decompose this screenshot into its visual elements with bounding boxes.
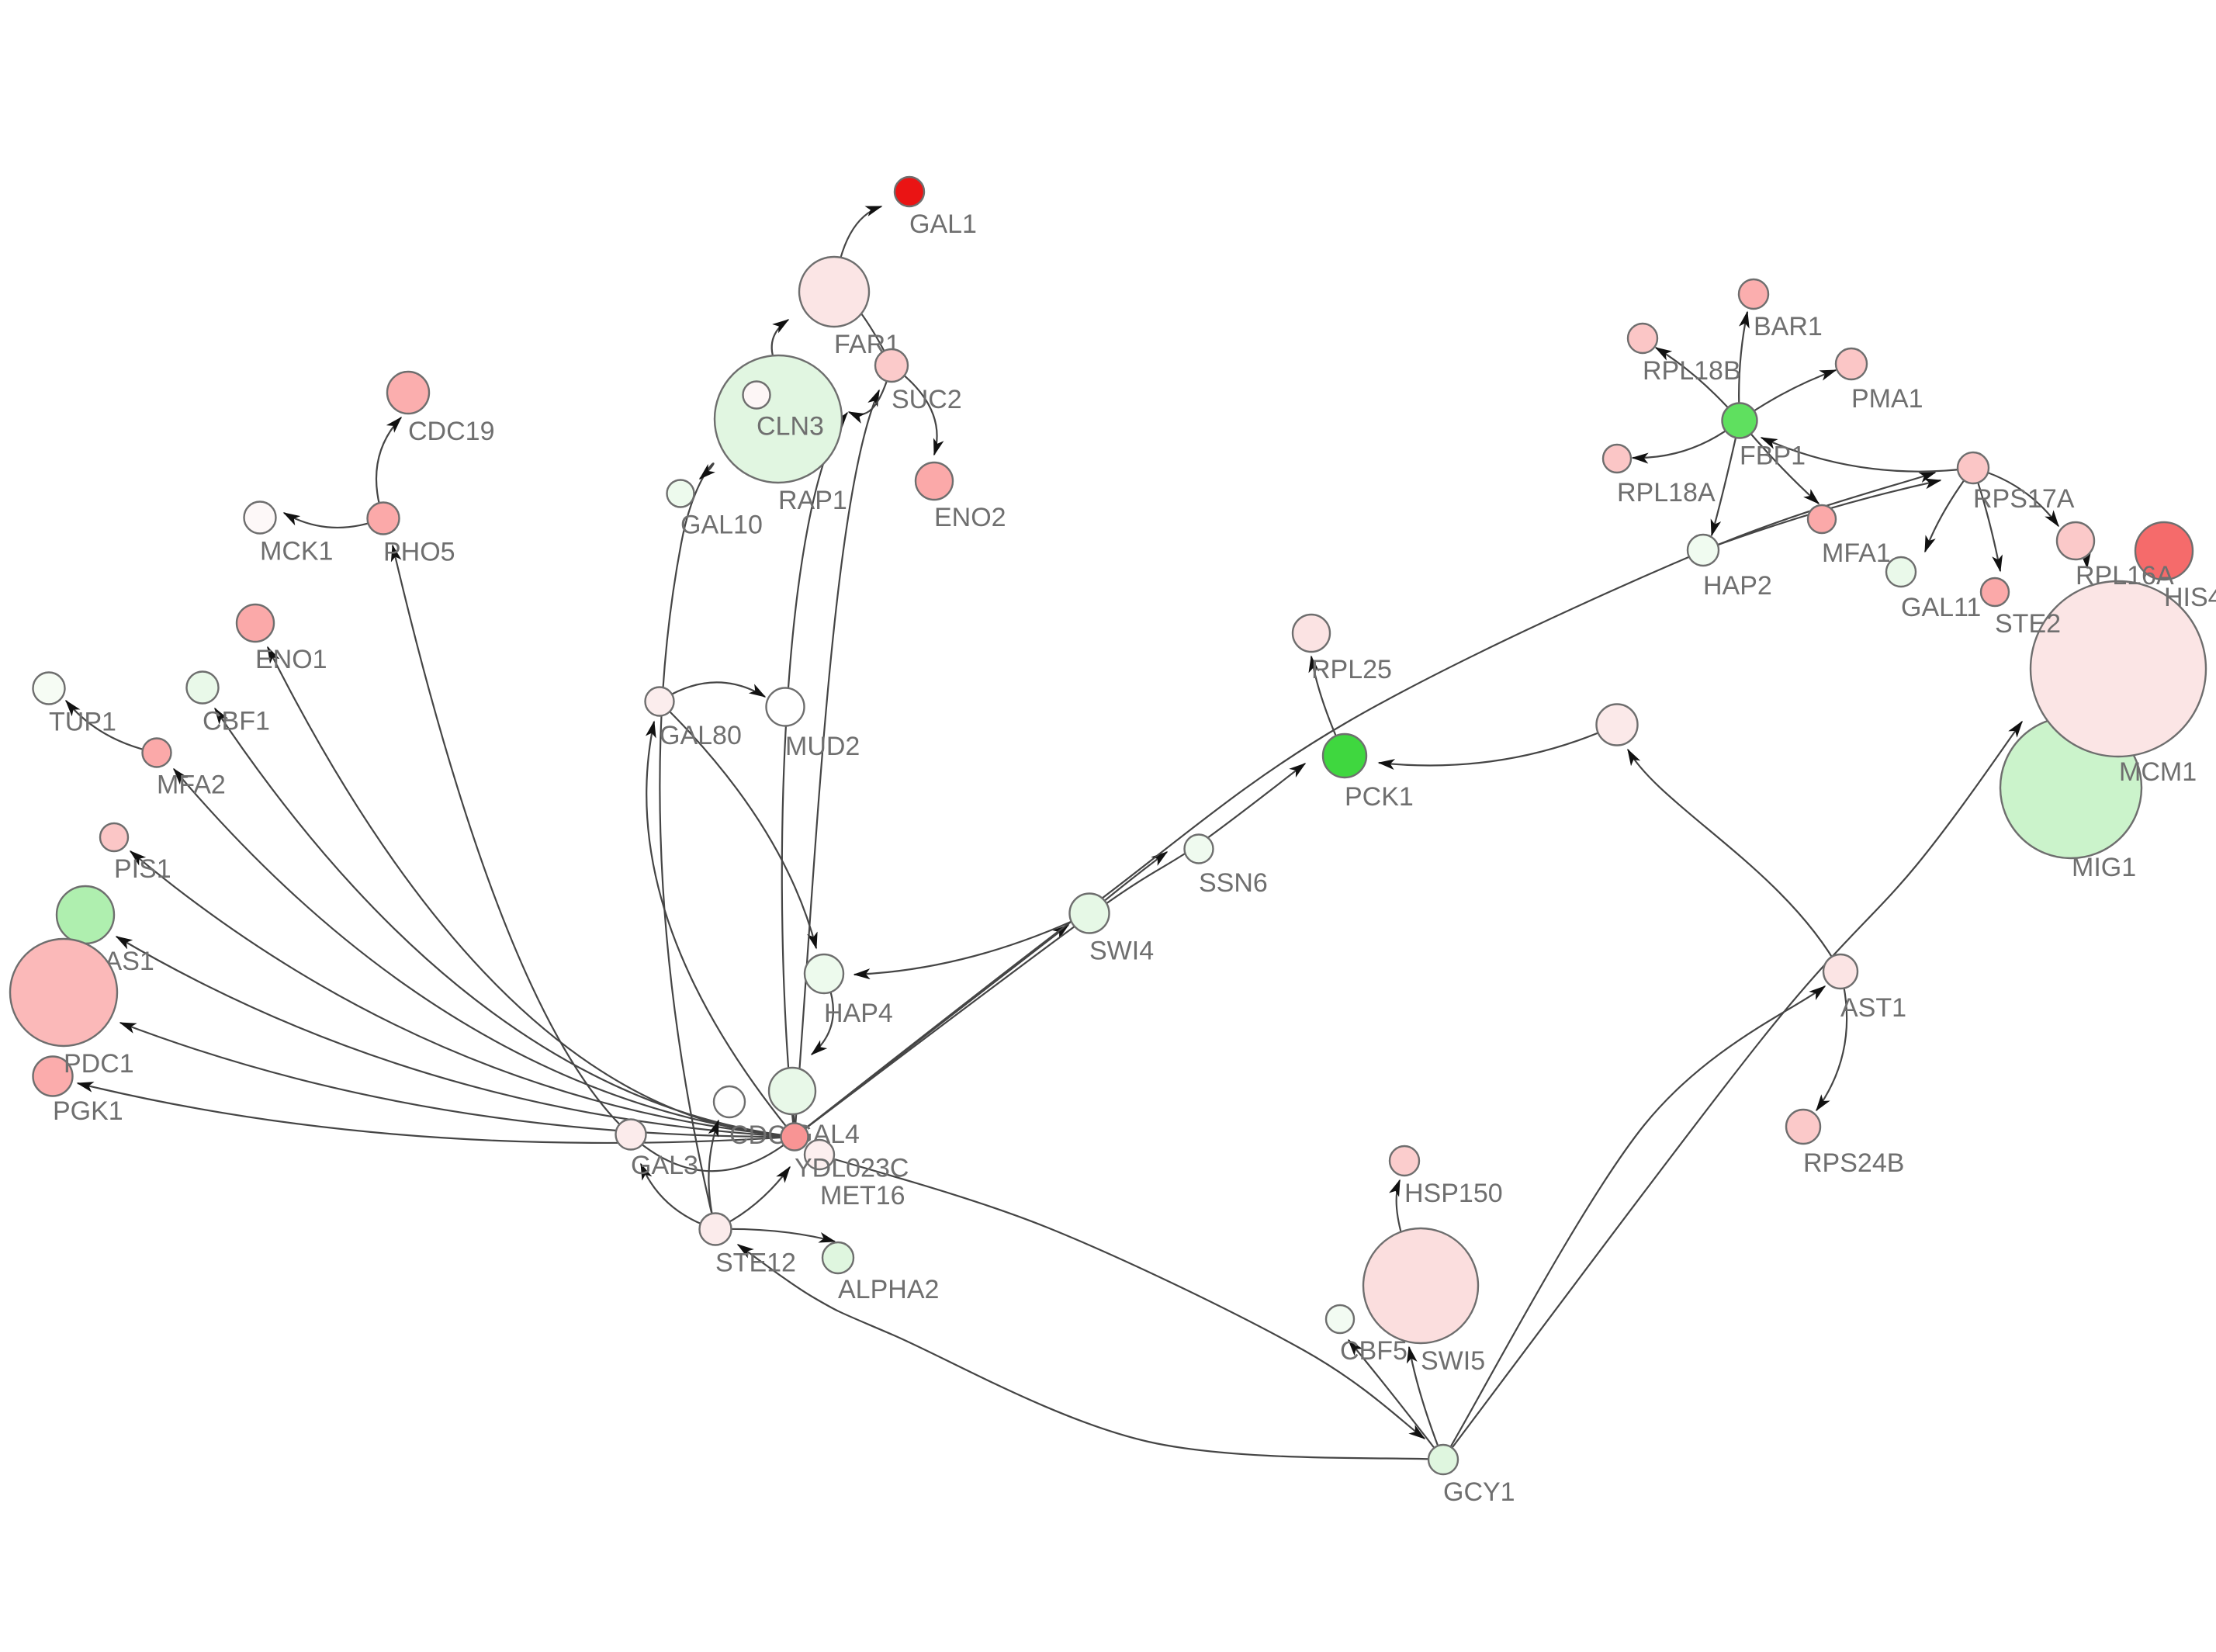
svg-text:GAL1: GAL1 xyxy=(909,210,977,239)
svg-text:RPL18B: RPL18B xyxy=(1643,356,1741,386)
svg-text:PGK1: PGK1 xyxy=(53,1096,123,1126)
svg-text:SWI5: SWI5 xyxy=(1421,1346,1485,1376)
svg-text:SSN6: SSN6 xyxy=(1199,868,1268,898)
svg-text:STE12: STE12 xyxy=(715,1248,796,1277)
svg-text:ENO2: ENO2 xyxy=(934,503,1006,532)
svg-text:CDC19: CDC19 xyxy=(408,417,494,446)
svg-text:MFA2: MFA2 xyxy=(157,770,226,799)
svg-text:RPS17A: RPS17A xyxy=(1973,484,2075,514)
svg-text:SWI4: SWI4 xyxy=(1089,936,1154,965)
svg-text:ENO1: ENO1 xyxy=(255,645,327,674)
svg-text:MFA1: MFA1 xyxy=(1822,539,1891,568)
svg-text:RPS24B: RPS24B xyxy=(1803,1148,1904,1178)
svg-text:PDC1: PDC1 xyxy=(64,1049,134,1079)
svg-text:GAL10: GAL10 xyxy=(680,510,763,539)
svg-text:HAP4: HAP4 xyxy=(824,999,893,1028)
svg-text:BAR1: BAR1 xyxy=(1754,312,1823,341)
svg-text:GAL3: GAL3 xyxy=(631,1151,698,1180)
svg-text:YDL023C: YDL023C xyxy=(795,1153,909,1183)
svg-text:PCK1: PCK1 xyxy=(1345,782,1414,812)
svg-text:PIS1: PIS1 xyxy=(114,854,171,884)
svg-text:MUD2: MUD2 xyxy=(785,732,860,761)
svg-text:MIG1: MIG1 xyxy=(2072,853,2136,882)
svg-text:CLN3: CLN3 xyxy=(757,411,824,441)
svg-text:FBP1: FBP1 xyxy=(1740,441,1806,470)
svg-text:AST1: AST1 xyxy=(1840,993,1906,1023)
svg-text:GAL80: GAL80 xyxy=(660,721,742,750)
svg-text:CBF1: CBF1 xyxy=(203,706,270,736)
svg-text:HIS4: HIS4 xyxy=(2164,583,2216,612)
svg-text:RPL16A: RPL16A xyxy=(2076,561,2174,590)
svg-text:MCM1: MCM1 xyxy=(2119,757,2197,787)
svg-text:RAP1: RAP1 xyxy=(778,486,847,515)
svg-text:TUP1: TUP1 xyxy=(49,707,116,736)
svg-text:PMA1: PMA1 xyxy=(1851,384,1923,414)
svg-text:RPL18A: RPL18A xyxy=(1617,478,1716,507)
svg-text:RPL25: RPL25 xyxy=(1311,655,1392,684)
svg-text:ALPHA2: ALPHA2 xyxy=(838,1275,939,1304)
svg-text:PHO5: PHO5 xyxy=(383,537,455,566)
svg-text:HSP150: HSP150 xyxy=(1404,1179,1503,1208)
svg-text:HAP2: HAP2 xyxy=(1703,571,1772,601)
svg-text:MET16: MET16 xyxy=(820,1181,905,1210)
svg-text:STE2: STE2 xyxy=(1995,609,2061,639)
svg-text:SUC2: SUC2 xyxy=(892,385,962,414)
svg-text:GAL11: GAL11 xyxy=(1901,593,1981,622)
svg-text:GCY1: GCY1 xyxy=(1443,1477,1515,1507)
svg-text:MCK1: MCK1 xyxy=(260,536,333,566)
svg-text:CBF5: CBF5 xyxy=(1340,1336,1408,1366)
